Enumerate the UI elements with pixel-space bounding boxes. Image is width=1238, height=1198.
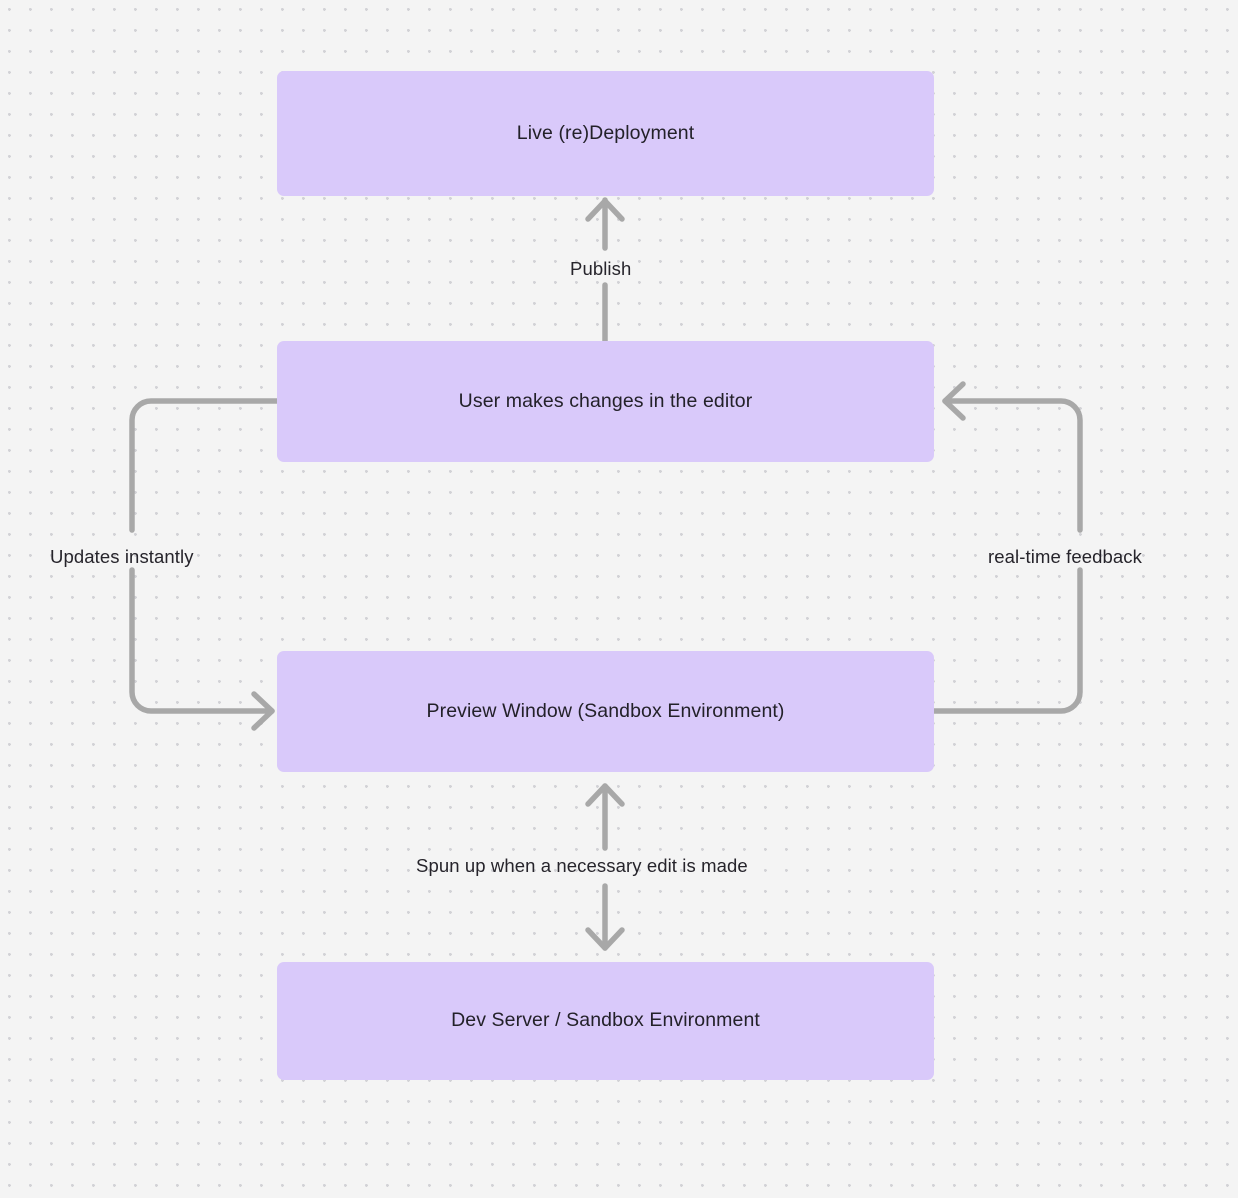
edge-label-real-time-feedback: real-time feedback [988, 546, 1142, 567]
node-dev-server[interactable]: Dev Server / Sandbox Environment [277, 962, 934, 1080]
edge-label-spun-up: Spun up when a necessary edit is made [416, 855, 748, 876]
node-label: Dev Server / Sandbox Environment [451, 1009, 760, 1032]
edge-label-publish: Publish [570, 258, 632, 279]
arrowhead-down [585, 927, 625, 951]
node-user-makes-changes[interactable]: User makes changes in the editor [277, 341, 934, 462]
arrowhead-right [251, 691, 275, 731]
edge-label-updates-instantly: Updates instantly [50, 546, 194, 567]
node-label: Preview Window (Sandbox Environment) [426, 699, 785, 722]
arrowhead-up [585, 783, 625, 807]
node-live-redeployment[interactable]: Live (re)Deployment [277, 71, 934, 196]
arrowhead-left [942, 381, 966, 421]
arrowhead-up [585, 198, 625, 222]
node-label: Live (re)Deployment [516, 121, 695, 144]
node-preview-window[interactable]: Preview Window (Sandbox Environment) [277, 651, 934, 772]
node-label: User makes changes in the editor [458, 389, 753, 412]
